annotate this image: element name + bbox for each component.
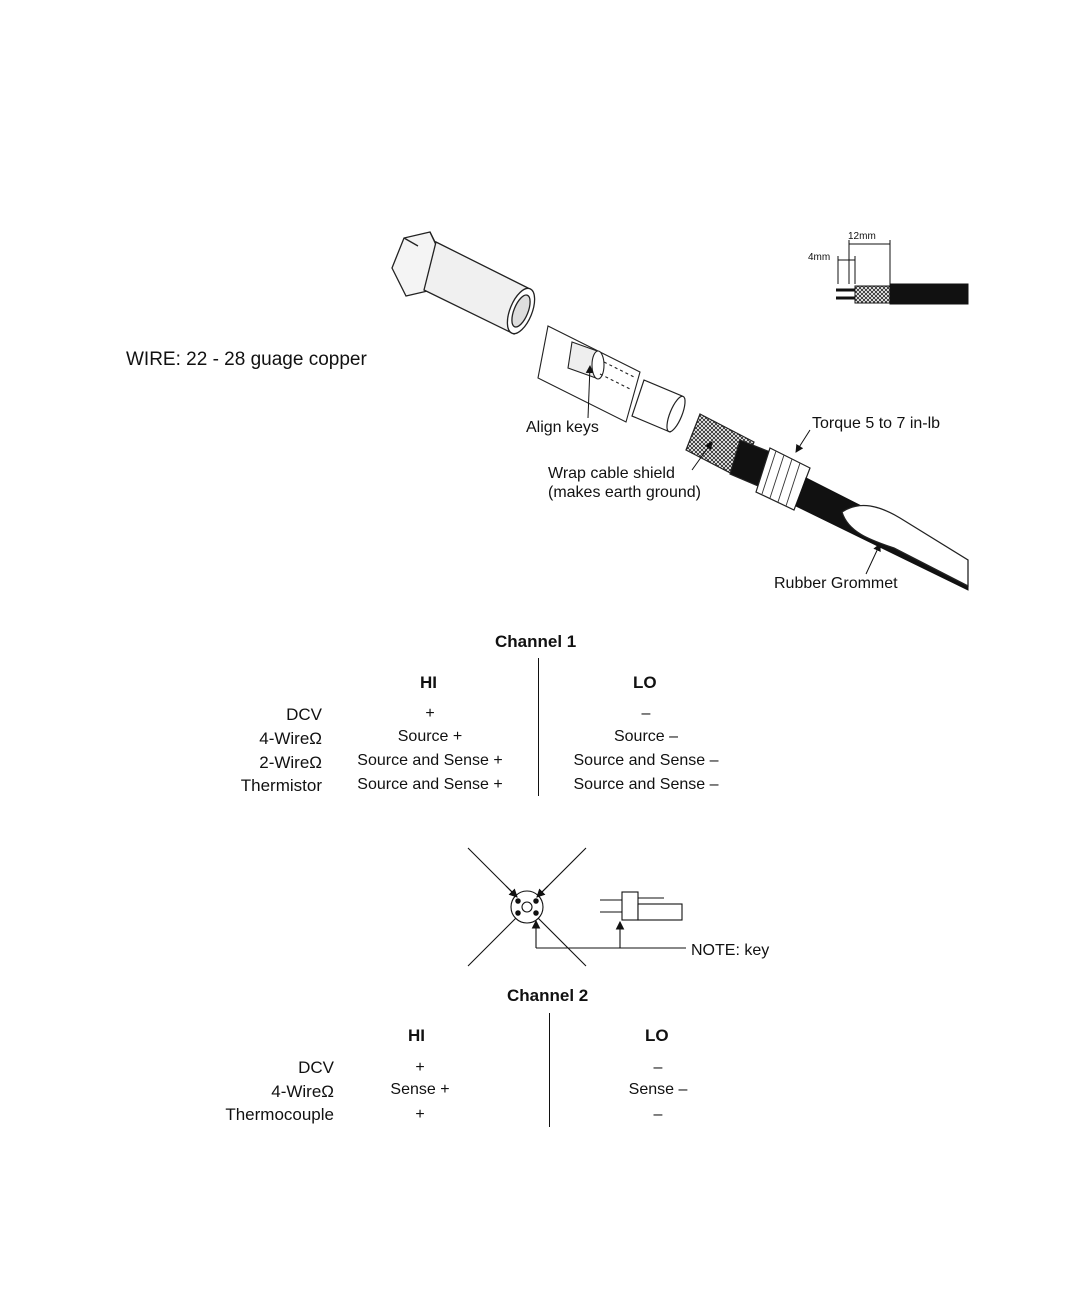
channel1-row-hi: Source + <box>397 728 463 745</box>
channel1-row-hi: Source and Sense + <box>357 776 503 793</box>
channel2-row-hi: + <box>415 1059 425 1076</box>
inner-sleeve <box>631 379 686 433</box>
channel1-title: Channel 1 <box>495 632 577 651</box>
channel1-row-label: 4-WireΩ <box>259 729 322 748</box>
channel1-row-label: DCV <box>286 705 322 724</box>
connector-shell <box>391 231 536 335</box>
channel2-row-label: 4-WireΩ <box>271 1082 334 1101</box>
torque-label: Torque 5 to 7 in-lb <box>812 415 941 432</box>
channel2-lo-header: LO <box>645 1026 669 1045</box>
dimension-4mm-label: 4mm <box>808 252 831 263</box>
channel1-row-lo: – <box>641 705 651 722</box>
channel1-row-lo: Source and Sense – <box>573 752 719 769</box>
channel1-row-label: Thermistor <box>240 776 322 795</box>
channel2-row-lo: – <box>653 1106 663 1123</box>
rubber-grommet-shape <box>841 504 969 588</box>
channel1-divider <box>538 658 539 796</box>
channel2-row-hi: + <box>415 1106 425 1123</box>
channel2-row-lo: – <box>653 1059 663 1076</box>
channel1-lo-header: LO <box>633 673 657 692</box>
channel2-row-label: DCV <box>298 1058 334 1077</box>
pin-insert <box>537 325 641 423</box>
wire-gauge-note: WIRE: 22 - 28 guage copper <box>126 349 367 370</box>
channel2-row-hi: Sense + <box>390 1081 450 1098</box>
channel1-row-lo: Source and Sense – <box>573 776 719 793</box>
channel1-row-hi: + <box>425 705 435 722</box>
channel2-divider <box>549 1013 550 1127</box>
channel2-title: Channel 2 <box>507 986 589 1005</box>
dimension-12mm-label: 12mm <box>848 231 876 242</box>
align-keys-label: Align keys <box>526 419 599 436</box>
clamp-nut <box>685 413 811 511</box>
channel1-row-lo: Source – <box>613 728 679 745</box>
channel1-row-label: 2-WireΩ <box>259 753 322 772</box>
rubber-grommet-label: Rubber Grommet <box>774 575 898 592</box>
channel2-row-label: Thermocouple <box>225 1105 334 1124</box>
channel2-hi-header: HI <box>408 1026 425 1045</box>
pin-face-diagram <box>467 847 686 967</box>
channel2-row-lo: Sense – <box>628 1081 688 1098</box>
wrap-shield-label-1: Wrap cable shield <box>548 465 675 482</box>
channel1-row-hi: Source and Sense + <box>357 752 503 769</box>
note-key-label: NOTE: key <box>691 942 770 959</box>
channel1-hi-header: HI <box>420 673 437 692</box>
wrap-shield-label-2: (makes earth ground) <box>548 484 701 501</box>
strip-dimension-detail <box>836 240 969 305</box>
